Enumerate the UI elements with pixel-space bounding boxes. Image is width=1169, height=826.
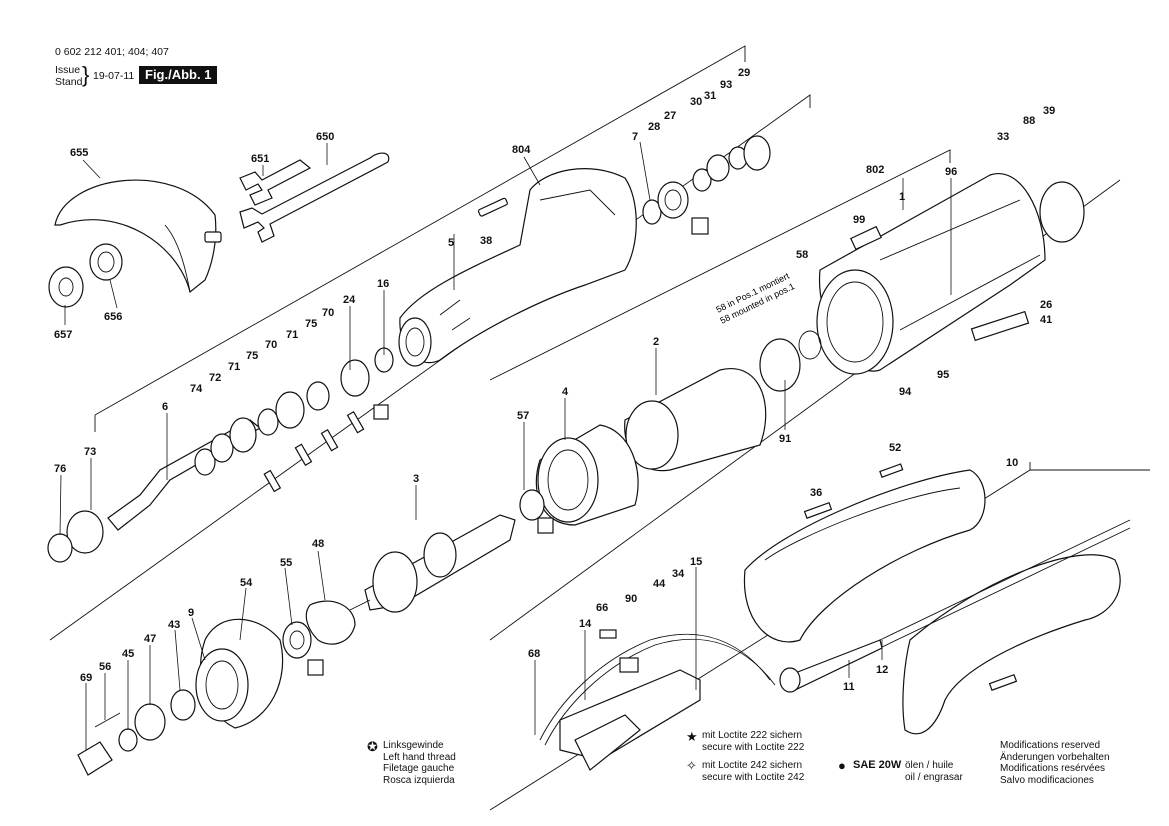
- callout-657: 657: [54, 329, 72, 341]
- callout-39: 39: [1043, 105, 1055, 117]
- callout-1: 1: [899, 191, 905, 203]
- callout-24: 24: [343, 294, 356, 306]
- callout-655: 655: [70, 147, 88, 159]
- callout-57: 57: [517, 410, 529, 422]
- callout-93: 93: [720, 79, 732, 91]
- callout-651: 651: [251, 153, 269, 165]
- callout-90: 90: [625, 593, 637, 605]
- callout-11: 11: [843, 681, 855, 693]
- left-hand-thread-icon: ✪: [367, 739, 378, 754]
- bearing-cluster-parts: [642, 135, 771, 235]
- callout-14: 14: [579, 618, 592, 630]
- callout-55: 55: [280, 557, 292, 569]
- callout-69: 69: [80, 672, 92, 684]
- callout-33: 33: [997, 131, 1009, 143]
- loctite-242-star-icon: ✧: [686, 758, 697, 773]
- callout-70a: 70: [322, 307, 334, 319]
- callout-41: 41: [1040, 314, 1052, 326]
- callout-3: 3: [413, 473, 419, 485]
- rotor-part: [349, 514, 516, 613]
- callout-31: 31: [704, 90, 716, 102]
- callout-650: 650: [316, 131, 334, 143]
- callout-10: 10: [1006, 457, 1018, 469]
- callout-12: 12: [876, 664, 888, 676]
- brace-icon: }: [82, 62, 90, 87]
- callout-72: 72: [209, 372, 221, 384]
- callout-70b: 70: [265, 339, 277, 351]
- left-hand-thread-legend: Linksgewinde Left hand thread Filetage g…: [383, 740, 456, 786]
- callout-48: 48: [312, 538, 324, 550]
- callout-71a: 71: [286, 329, 298, 341]
- callout-44: 44: [653, 578, 666, 590]
- callout-73: 73: [84, 446, 96, 458]
- modifications-legend: Modifications reserved Änderungen vorbeh…: [1000, 740, 1110, 786]
- wheel-guard-part: [54, 179, 222, 294]
- callout-30: 30: [690, 96, 702, 108]
- oil-code: SAE 20W: [853, 759, 902, 771]
- callout-7: 7: [632, 131, 638, 143]
- callout-29: 29: [738, 67, 750, 79]
- callout-45: 45: [122, 648, 134, 660]
- callout-43: 43: [168, 619, 180, 631]
- leader-lines: [59, 141, 952, 750]
- part-numbers: 0 602 212 401; 404; 407: [55, 46, 169, 58]
- switch-parts: [539, 629, 776, 771]
- oil-legend: ölen / huile oil / engrasar: [905, 760, 963, 783]
- spindle-part: [47, 347, 394, 563]
- callout-88: 88: [1023, 115, 1035, 127]
- callout-52: 52: [889, 442, 901, 454]
- handle-parts: [743, 463, 1131, 735]
- callout-34: 34: [672, 568, 685, 580]
- callout-2: 2: [653, 336, 659, 348]
- callout-804: 804: [512, 144, 531, 156]
- callout-75a: 75: [305, 318, 317, 330]
- callout-28: 28: [648, 121, 660, 133]
- callout-99: 99: [853, 214, 865, 226]
- callout-4: 4: [562, 386, 569, 398]
- callout-5: 5: [448, 237, 454, 249]
- callout-75b: 75: [246, 350, 258, 362]
- loctite-222-legend: mit Loctite 222 sichern secure with Loct…: [702, 730, 805, 753]
- callout-802: 802: [866, 164, 884, 176]
- clamping-nut-part: [48, 243, 123, 308]
- callout-76: 76: [54, 463, 66, 475]
- issue-label: Issue: [55, 64, 81, 76]
- callout-91: 91: [779, 433, 791, 445]
- stand-label: Stand: [55, 76, 83, 88]
- callout-16: 16: [377, 278, 389, 290]
- loctite-222-star-icon: ★: [686, 729, 698, 744]
- callout-47: 47: [144, 633, 156, 645]
- motor-housing-part: [816, 173, 1085, 375]
- callout-27: 27: [664, 110, 676, 122]
- callout-71b: 71: [228, 361, 240, 373]
- callout-26: 26: [1040, 299, 1052, 311]
- callout-58: 58: [796, 249, 808, 261]
- flange-parts: [77, 600, 356, 776]
- callout-95: 95: [937, 369, 949, 381]
- callout-54: 54: [240, 577, 253, 589]
- oil-drop-icon: ●: [838, 758, 846, 773]
- callout-38: 38: [480, 235, 492, 247]
- callout-74: 74: [190, 383, 203, 395]
- issue-date: 19-07-11: [93, 70, 135, 82]
- figure-label: Fig./Abb. 1: [139, 66, 218, 84]
- field-and-armature-parts: [519, 330, 822, 534]
- callout-94: 94: [899, 386, 912, 398]
- callout-9: 9: [188, 607, 194, 619]
- loctite-242-legend: mit Loctite 242 sichern secure with Loct…: [702, 760, 805, 783]
- callout-68: 68: [528, 648, 540, 660]
- gear-housing-part: [398, 168, 637, 367]
- callout-36: 36: [810, 487, 822, 499]
- callout-labels: 655 651 650 657 656 804 5 38 7 28 27 30 …: [54, 67, 1055, 693]
- callout-96: 96: [945, 166, 957, 178]
- callout-15: 15: [690, 556, 702, 568]
- callout-66: 66: [596, 602, 608, 614]
- callout-656: 656: [104, 311, 122, 323]
- callout-6: 6: [162, 401, 168, 413]
- wrench-parts: [239, 152, 390, 243]
- callout-56: 56: [99, 661, 111, 673]
